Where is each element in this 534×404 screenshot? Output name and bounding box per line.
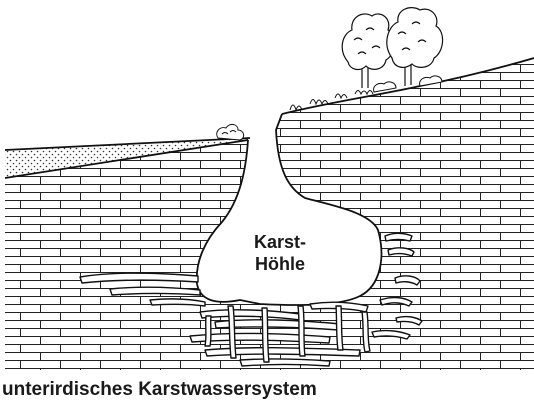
- cave-label-line2: Höhle: [255, 254, 305, 274]
- tree-icon: [342, 14, 394, 88]
- diagram-caption: unterirdisches Karstwassersystem: [2, 379, 317, 400]
- cave-label-line1: Karst-: [254, 232, 306, 252]
- shrub-icon: [217, 124, 244, 140]
- tree-icon: [387, 8, 443, 86]
